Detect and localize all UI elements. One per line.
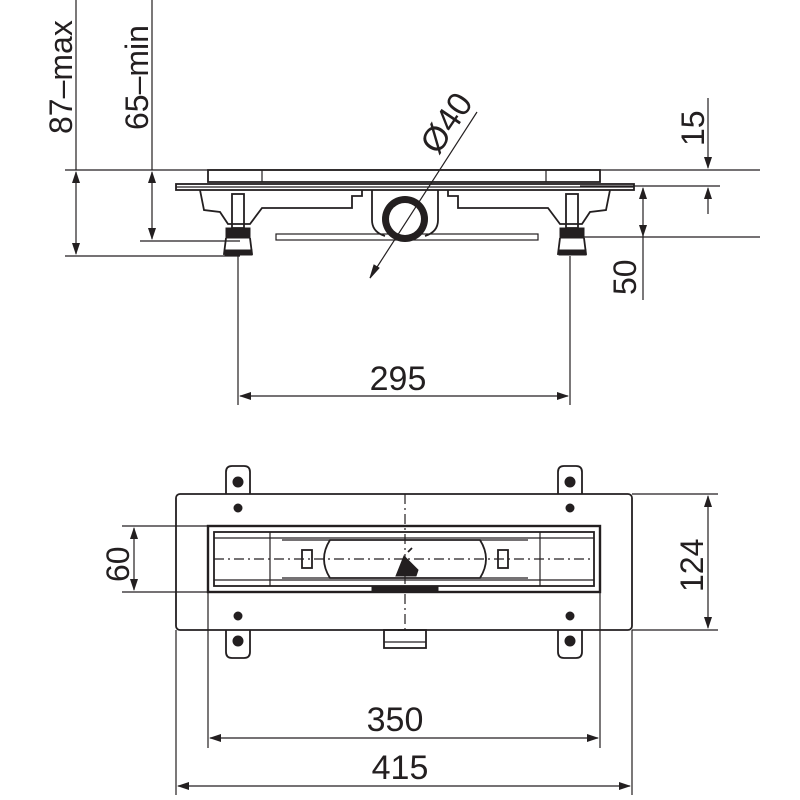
outlet-stub bbox=[383, 629, 427, 649]
right-foot-nut bbox=[559, 227, 585, 239]
channel-left-wall bbox=[199, 189, 363, 225]
top-view: 60 124 350 415 bbox=[100, 465, 718, 795]
side-view: 87–max 65–min 15 50 bbox=[43, 0, 760, 405]
feet-spacing-label: 295 bbox=[370, 360, 427, 398]
left-foot-stem bbox=[231, 193, 245, 229]
left-foot-nut bbox=[225, 227, 251, 239]
outlet-pipe-inner bbox=[389, 203, 421, 235]
mounting-tabs bbox=[225, 465, 583, 659]
height-max-label: 87–max bbox=[43, 20, 79, 134]
drain-outlet-mark bbox=[395, 555, 419, 577]
diameter-leader bbox=[369, 111, 478, 279]
cover-thickness-label: 15 bbox=[675, 110, 711, 146]
right-clip bbox=[497, 549, 509, 569]
inner-width-label: 60 bbox=[100, 546, 136, 582]
grate-cover bbox=[207, 169, 601, 183]
left-clip bbox=[301, 549, 313, 569]
outlet-housing bbox=[371, 190, 439, 237]
channel-outline bbox=[206, 524, 602, 594]
channel-length-label: 350 bbox=[367, 701, 424, 739]
channel-right-wall bbox=[447, 189, 611, 225]
drain-body-profile bbox=[175, 169, 635, 256]
outer-width-label: 124 bbox=[674, 539, 710, 592]
outlet-height-label: 50 bbox=[607, 259, 643, 295]
right-foot-stem bbox=[565, 193, 579, 229]
frame-length-label: 415 bbox=[372, 749, 429, 787]
height-min-label: 65–min bbox=[119, 25, 155, 130]
